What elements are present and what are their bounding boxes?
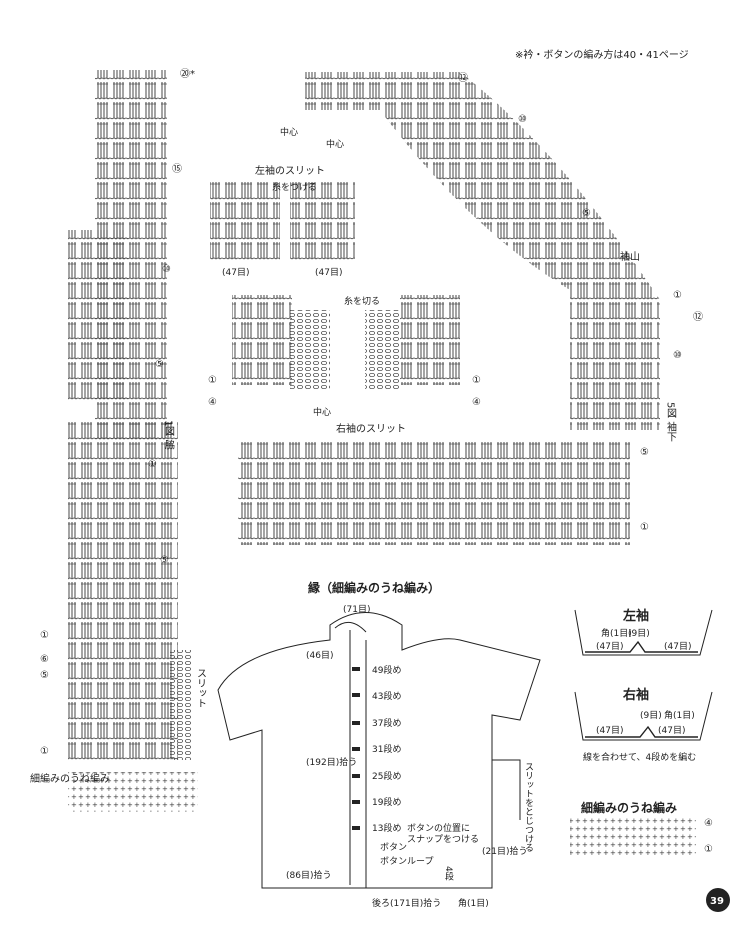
right-sleeve-note: 線を合わせて、4段めを編む	[583, 751, 696, 763]
sleeve-diagram-label: 5図 袖下	[665, 402, 677, 442]
side-row-label-1b: ①	[40, 630, 49, 641]
pattern-row-4: ④	[704, 818, 713, 829]
page-number: 39	[710, 896, 724, 907]
sleeve-cap-label: 袖山	[620, 250, 640, 263]
button-label: ボタン	[380, 842, 407, 853]
side-row-label-10: ⑩	[162, 264, 171, 275]
snap-note-2: スナップをつける	[407, 834, 479, 845]
side-row-label-20: ⑳*	[180, 68, 195, 80]
right-slit-rows	[238, 440, 630, 545]
left-sleeve-seam	[585, 640, 698, 653]
side-panel-rows-bottom	[68, 420, 178, 760]
bh-row-25: 25段め	[372, 770, 401, 782]
side-row-label-5b: ⑤	[160, 555, 169, 566]
edging-title: 縁（細編みのうね編み）	[308, 580, 440, 595]
left-slit-title: 左袖のスリット	[255, 164, 325, 177]
bh-row-19: 19段め	[372, 796, 401, 808]
sleeve-row-5: ⑤	[582, 208, 591, 219]
bh-row-31: 31段め	[372, 743, 401, 755]
side-panel-edge	[68, 772, 198, 812]
page-number-badge	[706, 888, 730, 912]
side-slit-label: スリット	[195, 668, 206, 708]
right-sleeve-b: (47目)	[658, 725, 685, 736]
side-row-label-1c: ①	[40, 746, 49, 757]
pattern-row-1: ①	[704, 844, 713, 855]
sleeve-row-10: ⑩	[518, 114, 527, 125]
left-sleeve-b: (47目)	[664, 641, 691, 652]
mid-chain-a	[290, 310, 330, 390]
collar-side: (46目)	[306, 650, 333, 661]
center-label-3: 中心	[313, 406, 331, 418]
sleeve-pickup: (21目)拾う	[482, 845, 527, 857]
side-panel-chart	[68, 70, 198, 812]
garment-outline	[217, 612, 541, 889]
left-count-a: (47目)	[222, 267, 249, 278]
side-diagram-label: 1図 脇	[163, 420, 175, 450]
bh-row-43: 43段め	[372, 690, 401, 702]
right-sleeve-title: 右袖	[622, 687, 649, 703]
snap-note-1: ボタンの位置に	[407, 822, 470, 834]
left-sleeve-outline	[574, 609, 713, 656]
left-count-b: (47目)	[315, 267, 342, 278]
small-label-1: ①	[208, 375, 217, 386]
sleeve-row-1: ①	[673, 290, 682, 301]
right-slit-title: 右袖のスリット	[336, 422, 406, 435]
button-loops	[352, 667, 360, 830]
sleeve-row-5b: ⑤	[640, 447, 649, 458]
body-side: (192目)拾う	[306, 756, 357, 768]
mid-chain-b	[365, 310, 400, 390]
pattern-stitches	[570, 818, 696, 856]
rows-4: 4段	[443, 866, 454, 882]
left-slit-rows-a	[210, 180, 280, 260]
button-loop-label: ボタンループ	[380, 856, 433, 867]
side-panel-rows-lower	[68, 230, 128, 400]
hem-back: 後ろ(171目)拾う	[372, 897, 441, 909]
collar-count: (71目)	[343, 604, 370, 615]
side-row-label-6: ⑥	[40, 654, 49, 665]
side-edge-label: 細編みのうね編み	[30, 772, 110, 785]
right-sleeve-center: (9目)	[640, 710, 662, 721]
sleeve-row-1b: ①	[640, 522, 649, 533]
right-sleeve-outline	[574, 691, 713, 741]
left-sleeve-a: (47目)	[596, 641, 623, 652]
left-slit-rows-b	[290, 180, 355, 260]
slit-join: スリットをとじつける	[523, 762, 534, 852]
sleeve-cap-rows	[305, 72, 660, 430]
right-slit-marker: 糸を切る	[344, 295, 380, 307]
sleeve-row-12: ⑫	[458, 72, 468, 84]
pattern-title: 細編みのうね編み	[581, 800, 677, 815]
mid-rows-b	[400, 295, 460, 385]
side-row-label-15: ⑮	[172, 163, 182, 175]
center-label-2: 中心	[326, 138, 344, 150]
right-sleeve-corner: 角(1目)	[664, 709, 695, 721]
note-text: ※衿・ボタンの編み方は40・41ページ	[515, 48, 689, 61]
right-sleeve-seam	[585, 725, 698, 738]
side-row-label-5c: ⑤	[40, 670, 49, 681]
bh-row-49: 49段め	[372, 664, 401, 676]
sleeve-row-12b: ⑫	[693, 311, 703, 323]
center-label-1: 中心	[280, 126, 298, 138]
side-row-label-5: ⑤	[155, 359, 164, 370]
right-sleeve-a: (47目)	[596, 725, 623, 736]
mid-rows-a	[232, 295, 292, 385]
left-sleeve-title: 左袖	[623, 608, 649, 624]
hem-corner: 角(1目)	[458, 897, 489, 909]
small-label-1b: ①	[472, 375, 481, 386]
left-slit-marker: 糸をつける	[272, 181, 317, 193]
sleeve-row-10b: ⑩	[673, 350, 682, 361]
bh-row-37: 37段め	[372, 717, 401, 729]
hem-count: (86目)拾う	[286, 869, 331, 881]
small-label-4: ④	[208, 397, 217, 408]
left-sleeve-corner: 角(1目)	[601, 627, 632, 639]
left-sleeve-center: (9目)	[628, 628, 650, 639]
bh-row-13: 13段め	[372, 822, 401, 834]
side-row-label-1: ①	[148, 459, 157, 470]
sleeve-panel-chart	[210, 72, 660, 545]
side-panel-slit-chain	[170, 650, 192, 760]
small-label-4b: ④	[472, 397, 481, 408]
